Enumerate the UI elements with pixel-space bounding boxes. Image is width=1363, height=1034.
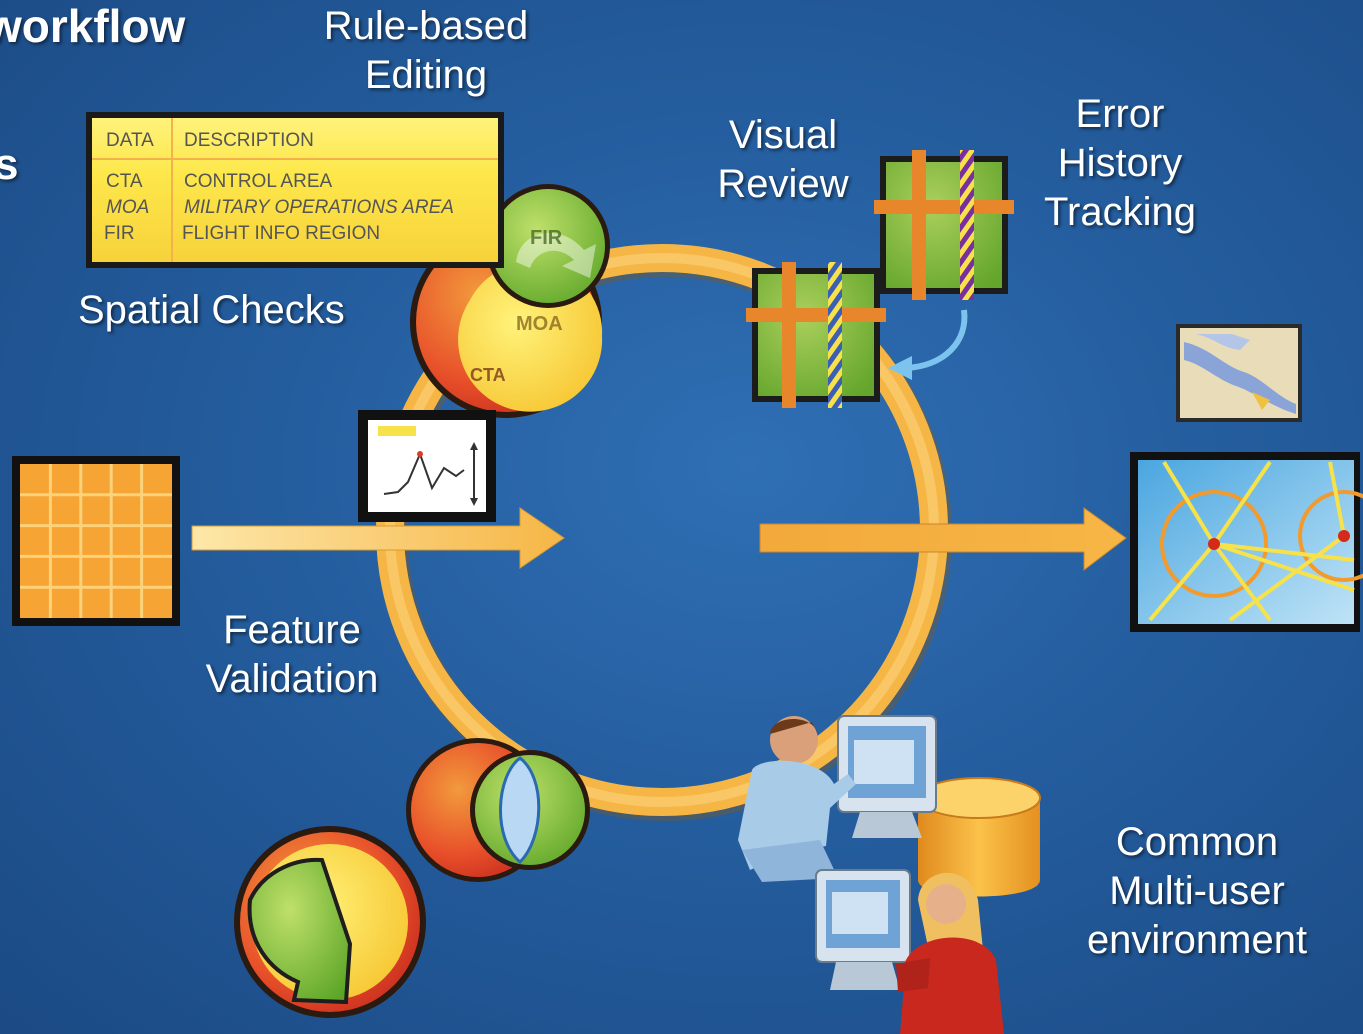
label-feature-validation: Feature Validation xyxy=(205,608,379,701)
table-header-data: DATA xyxy=(106,130,154,151)
left-edge-fragment: s xyxy=(0,140,19,189)
moa-label: MOA xyxy=(516,313,563,335)
airspace-data-table: DATA DESCRIPTION CTA CONTROL AREA MOA MI… xyxy=(86,112,504,268)
spatial-checks-venn-icon xyxy=(410,184,610,418)
fir-label: FIR xyxy=(530,227,563,249)
error-history-grid-icon xyxy=(874,150,1014,300)
table-cell: CONTROL AREA xyxy=(184,171,333,192)
review-grid-icon xyxy=(746,262,886,408)
database-icon xyxy=(917,777,1041,897)
label-error-history-tracking: Error History Tracking xyxy=(1044,92,1196,234)
pie-icon xyxy=(234,826,426,1018)
table-cell: CTA xyxy=(106,171,143,192)
table-cell: MILITARY OPERATIONS AREA xyxy=(184,197,454,218)
label-spatial-checks: Spatial Checks xyxy=(78,288,345,332)
input-arrow xyxy=(191,507,565,569)
table-cell: MOA xyxy=(106,197,150,218)
cta-label: CTA xyxy=(470,365,506,385)
output-arrow xyxy=(759,507,1127,572)
profile-chart-icon xyxy=(358,410,496,522)
grid-icon xyxy=(12,456,180,626)
table-header-description: DESCRIPTION xyxy=(184,130,314,151)
history-to-review-arrow xyxy=(888,309,968,380)
users-computers-icon xyxy=(738,715,1004,1034)
label-visual-review: Visual Review xyxy=(717,113,849,206)
feature-validation-venn-icon xyxy=(406,738,590,882)
map-thumbnail-icon xyxy=(1176,324,1302,422)
label-rule-based-editing: Rule-based Editing xyxy=(323,4,529,97)
label-common-multi-user: Common Multi-user environment xyxy=(1086,820,1308,962)
table-cell: FIR xyxy=(104,223,135,244)
table-cell: FLIGHT INFO REGION xyxy=(182,223,381,244)
workflow-title-fragment: workflow xyxy=(0,0,186,52)
map-display-icon xyxy=(1130,452,1363,632)
